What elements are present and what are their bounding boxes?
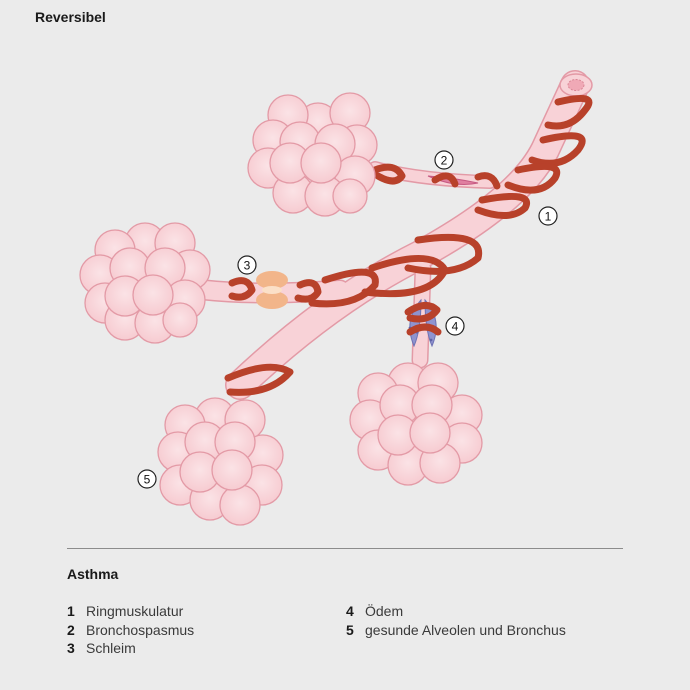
callout-marker-5: 5 [137, 469, 157, 489]
legend-label: Ödem [365, 603, 404, 620]
callout-marker-2: 2 [434, 150, 454, 170]
airway-diagram: 1 2 3 4 5 [79, 70, 593, 526]
legend-number: 1 [67, 603, 75, 620]
svg-text:5: 5 [144, 473, 151, 487]
bronchus-opening [559, 73, 593, 97]
legend-item: 2 Bronchospasmus [67, 621, 194, 640]
legend-item: 1 Ringmuskulatur [67, 602, 194, 621]
svg-text:2: 2 [441, 154, 448, 168]
svg-text:3: 3 [244, 259, 251, 273]
legend-column-right: 4 Ödem 5 gesunde Alveolen und Bronchus [346, 602, 566, 639]
legend-number: 4 [346, 603, 354, 620]
legend-item: 3 Schleim [67, 639, 194, 658]
legend-column-left: 1 Ringmuskulatur 2 Bronchospasmus 3 Schl… [67, 602, 194, 658]
callout-marker-1: 1 [538, 206, 558, 226]
legend-label: Bronchospasmus [86, 621, 195, 638]
alveoli-cluster-bottom-left [157, 397, 284, 526]
alveoli-cluster-bottom-right [349, 362, 483, 486]
legend-number: 2 [67, 621, 75, 638]
callout-marker-3: 3 [237, 255, 257, 275]
legend-label: Ringmuskulatur [86, 603, 184, 620]
legend-item: 4 Ödem [346, 602, 566, 621]
legend-item: 5 gesunde Alveolen und Bronchus [346, 621, 566, 640]
svg-text:1: 1 [545, 210, 552, 224]
svg-text:4: 4 [452, 320, 459, 334]
legend-number: 3 [67, 640, 75, 657]
legend-number: 5 [346, 621, 354, 638]
callout-marker-4: 4 [445, 316, 465, 336]
mucus-plug [256, 271, 288, 309]
figure-heading: Reversibel [35, 9, 106, 25]
ring-musculature [224, 94, 593, 396]
legend-label: gesunde Alveolen und Bronchus [365, 621, 566, 638]
alveoli-cluster-top [247, 92, 378, 217]
bronchi-tree [194, 70, 590, 400]
legend-label: Schleim [86, 640, 136, 657]
alveoli-cluster-left [79, 222, 211, 344]
legend-divider [67, 548, 623, 549]
legend-title: Asthma [67, 566, 119, 582]
